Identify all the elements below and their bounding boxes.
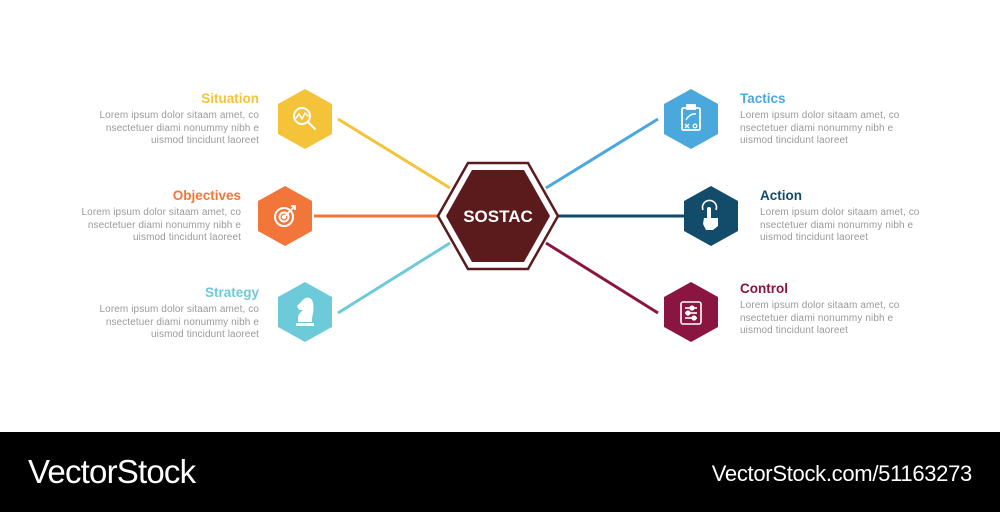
item-title: Control: [740, 281, 788, 296]
desc-line: nsectetuer diami nonummy nibh e: [760, 219, 914, 231]
item-description: Lorem ipsum dolor sitaam amet, co nsecte…: [760, 207, 950, 245]
chess-knight-icon: [296, 297, 314, 326]
desc-line: uismod tincidunt laoreet: [150, 135, 259, 146]
connector-tactics: [545, 117, 659, 190]
desc-line: uismod tincidunt laoreet: [740, 135, 849, 146]
hexagon-tactics: [664, 89, 718, 149]
node-situation: [278, 89, 332, 149]
item-description: Lorem ipsum dolor sitaam amet, co nsecte…: [740, 110, 930, 148]
item-control: Control Lorem ipsum dolor sitaam amet, c…: [740, 281, 930, 338]
item-title: Objectives: [172, 188, 241, 203]
node-control: [664, 282, 718, 342]
item-title: Situation: [201, 91, 259, 106]
desc-line: nsectetuer diami nonummy nibh e: [105, 316, 259, 328]
node-objectives: [258, 186, 312, 246]
desc-line: Lorem ipsum dolor sitaam amet, co: [760, 207, 920, 218]
connector-strategy: [337, 241, 451, 315]
center-hexagon-fill: [446, 170, 550, 262]
item-description: Lorem ipsum dolor sitaam amet, co nsecte…: [69, 304, 259, 342]
desc-line: Lorem ipsum dolor sitaam amet, co: [99, 110, 259, 121]
center-hexagon: SOSTAC: [436, 161, 560, 271]
node-tactics: [664, 89, 718, 149]
hexagon-control: [664, 282, 718, 342]
desc-line: nsectetuer diami nonummy nibh e: [87, 219, 241, 231]
desc-line: uismod tincidunt laoreet: [150, 329, 259, 340]
item-title: Strategy: [204, 285, 259, 300]
desc-line: nsectetuer diami nonummy nibh e: [740, 312, 894, 324]
desc-line: Lorem ipsum dolor sitaam amet, co: [740, 300, 900, 311]
node-action: [684, 186, 738, 246]
item-description: Lorem ipsum dolor sitaam amet, co nsecte…: [69, 110, 259, 148]
clipboard-plan-icon: [681, 104, 701, 131]
footer-brand-logo: VectorStock: [28, 453, 196, 490]
node-strategy: [278, 282, 332, 342]
hexagon-situation: [278, 89, 332, 149]
desc-line: Lorem ipsum dolor sitaam amet, co: [81, 207, 241, 218]
target-icon: [274, 205, 296, 227]
magnifier-chart-icon: [293, 107, 316, 130]
center-label: SOSTAC: [463, 207, 533, 226]
item-title: Action: [760, 188, 802, 203]
item-situation: Situation Lorem ipsum dolor sitaam amet,…: [69, 91, 259, 148]
connector-situation: [337, 117, 451, 190]
item-action: Action Lorem ipsum dolor sitaam amet, co…: [760, 188, 950, 245]
desc-line: uismod tincidunt laoreet: [760, 232, 869, 243]
footer-bar: VectorStock VectorStock.com/51163273: [0, 432, 1000, 512]
item-objectives: Objectives Lorem ipsum dolor sitaam amet…: [51, 188, 241, 245]
hand-pointer-icon: [701, 199, 718, 230]
desc-line: uismod tincidunt laoreet: [132, 232, 241, 243]
desc-line: Lorem ipsum dolor sitaam amet, co: [740, 110, 900, 121]
desc-line: nsectetuer diami nonummy nibh e: [105, 122, 259, 134]
sliders-control-icon: [680, 301, 702, 325]
item-description: Lorem ipsum dolor sitaam amet, co nsecte…: [51, 207, 241, 245]
connector-control: [545, 241, 659, 315]
sostac-diagram: SOSTAC: [258, 89, 738, 342]
item-description: Lorem ipsum dolor sitaam amet, co nsecte…: [740, 300, 930, 338]
item-tactics: Tactics Lorem ipsum dolor sitaam amet, c…: [740, 91, 930, 148]
desc-line: nsectetuer diami nonummy nibh e: [740, 122, 894, 134]
item-strategy: Strategy Lorem ipsum dolor sitaam amet, …: [69, 285, 259, 342]
desc-line: uismod tincidunt laoreet: [740, 325, 849, 336]
desc-line: Lorem ipsum dolor sitaam amet, co: [99, 304, 259, 315]
item-title: Tactics: [740, 91, 786, 106]
footer-image-url: VectorStock.com/51163273: [711, 461, 973, 486]
